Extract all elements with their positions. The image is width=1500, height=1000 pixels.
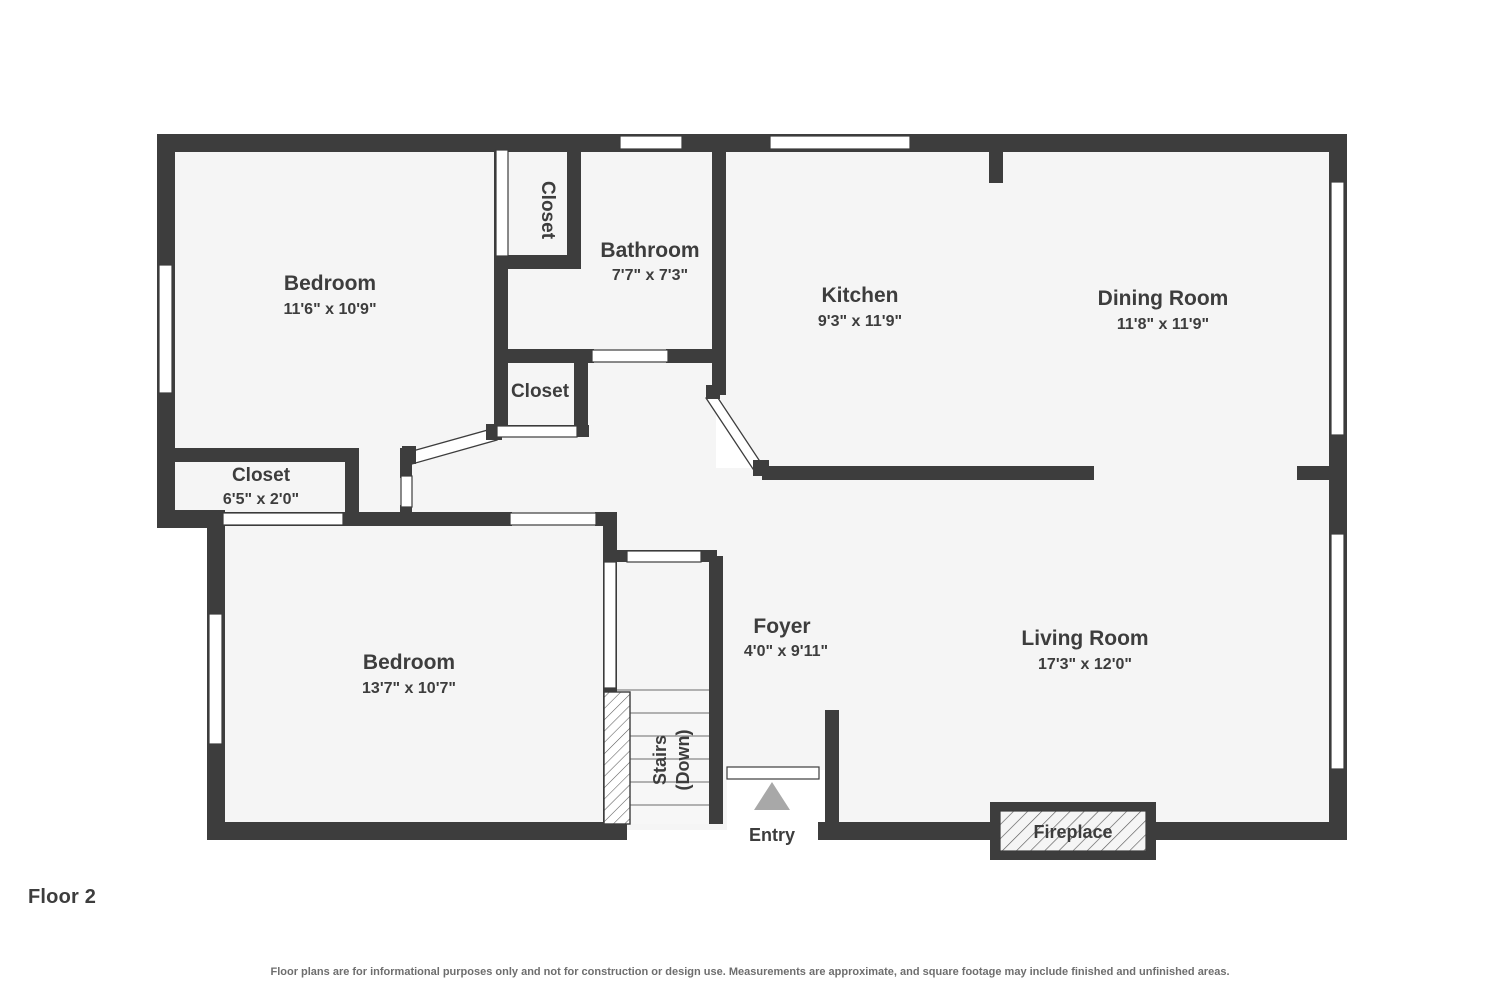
room-label-foyer-dim: 4'0" x 9'11" (744, 643, 828, 660)
wall-closet3-top (167, 448, 352, 462)
window-kitchen-top (769, 135, 911, 150)
room-label-kitchen-dim: 9'3" x 11'9" (818, 313, 902, 330)
doorways (222, 149, 820, 780)
doorway-bedroom2 (509, 512, 597, 526)
wall-bathroom-bottom-left (494, 349, 594, 363)
room-label-kitchen-name: Kitchen (821, 284, 898, 307)
room-label-living-room-name: Living Room (1021, 627, 1148, 650)
doorway-stairs-landing (603, 561, 617, 689)
room-label-bedroom-2-dim: 13'7" x 10'7" (362, 680, 456, 697)
room-label-bedroom-1-dim: 11'6" x 10'9" (283, 301, 376, 318)
room-label-dining-room-name: Dining Room (1098, 287, 1229, 310)
room-label-bathroom-dim: 7'7" x 7'3" (612, 267, 688, 284)
window-bedroom1-left (158, 264, 173, 394)
bedroom2-fill (216, 520, 616, 830)
wall-kitchen-top-stub (989, 143, 1003, 183)
doorway-hall-stub (400, 475, 413, 508)
room-label-foyer-name: Foyer (753, 615, 810, 638)
wall-bedroom1-right (494, 255, 508, 435)
doorway-closet3 (222, 512, 344, 526)
room-label-bedroom-1-name: Bedroom (284, 272, 376, 295)
wall-foyer-left (709, 556, 723, 824)
room-label-closet-3-name: Closet (232, 465, 291, 486)
kitchen-angle-cap-bottom (753, 460, 769, 476)
wall-closet1-bottom (494, 255, 574, 269)
doorway-bathroom (591, 349, 669, 363)
window-dining-right (1330, 181, 1345, 436)
wall-closet1-right (567, 143, 581, 269)
fireplace-hearth (999, 810, 1147, 852)
room-label-dining-room-dim: 11'8" x 11'9" (1117, 316, 1209, 333)
floor-label: Floor 2 (28, 886, 97, 908)
stairs-label-name: Stairs (650, 735, 670, 785)
wall-bottom-left (207, 822, 627, 840)
fireplace-label: Fireplace (1033, 822, 1112, 842)
fireplace-graphic (990, 802, 1156, 860)
room-label-bedroom-2-name: Bedroom (363, 651, 455, 674)
wall-top (157, 134, 1347, 152)
doorway-entry (726, 766, 820, 780)
room-label-bathroom-name: Bathroom (600, 239, 699, 262)
wall-kitchen-bottom (762, 466, 1094, 480)
doorway-closet1 (495, 149, 509, 257)
room-labels: Bedroom 11'6" x 10'9" Bathroom 7'7" x 7'… (223, 181, 1228, 845)
room-fills (167, 143, 1337, 832)
doorway-closet2 (496, 425, 578, 438)
wall-closet3-right (345, 448, 359, 522)
doorway-stairs-top (626, 550, 702, 563)
wall-bathroom-bottom-right (666, 349, 726, 363)
disclaimer-text: Floor plans are for informational purpos… (270, 966, 1230, 978)
wall-foyer-right (825, 710, 839, 824)
stairs-hatched-wall (603, 691, 631, 825)
kitchen-angle-cap-top (706, 385, 720, 399)
closet-label-1: Closet (537, 181, 558, 240)
entry-marker-group (754, 782, 790, 810)
window-bathroom-top (619, 135, 683, 150)
stairs-graphic (603, 689, 709, 825)
closet-label-2: Closet (511, 381, 570, 402)
up-triangle-icon (754, 782, 790, 810)
room-label-living-room-dim: 17'3" x 12'0" (1038, 656, 1132, 673)
windows (158, 135, 1345, 770)
bedroom1-angle-cap-left (402, 446, 416, 464)
wall-dining-right-stub (1297, 466, 1337, 480)
window-bedroom2-left (208, 613, 223, 745)
window-living-right (1330, 533, 1345, 770)
wall-kitchen-left (712, 143, 726, 393)
room-label-closet-3-dim: 6'5" x 2'0" (223, 491, 299, 508)
entry-label: Entry (749, 825, 795, 845)
wall-closet2-right (574, 349, 588, 435)
stairs-label-sub: (Down) (673, 730, 693, 791)
